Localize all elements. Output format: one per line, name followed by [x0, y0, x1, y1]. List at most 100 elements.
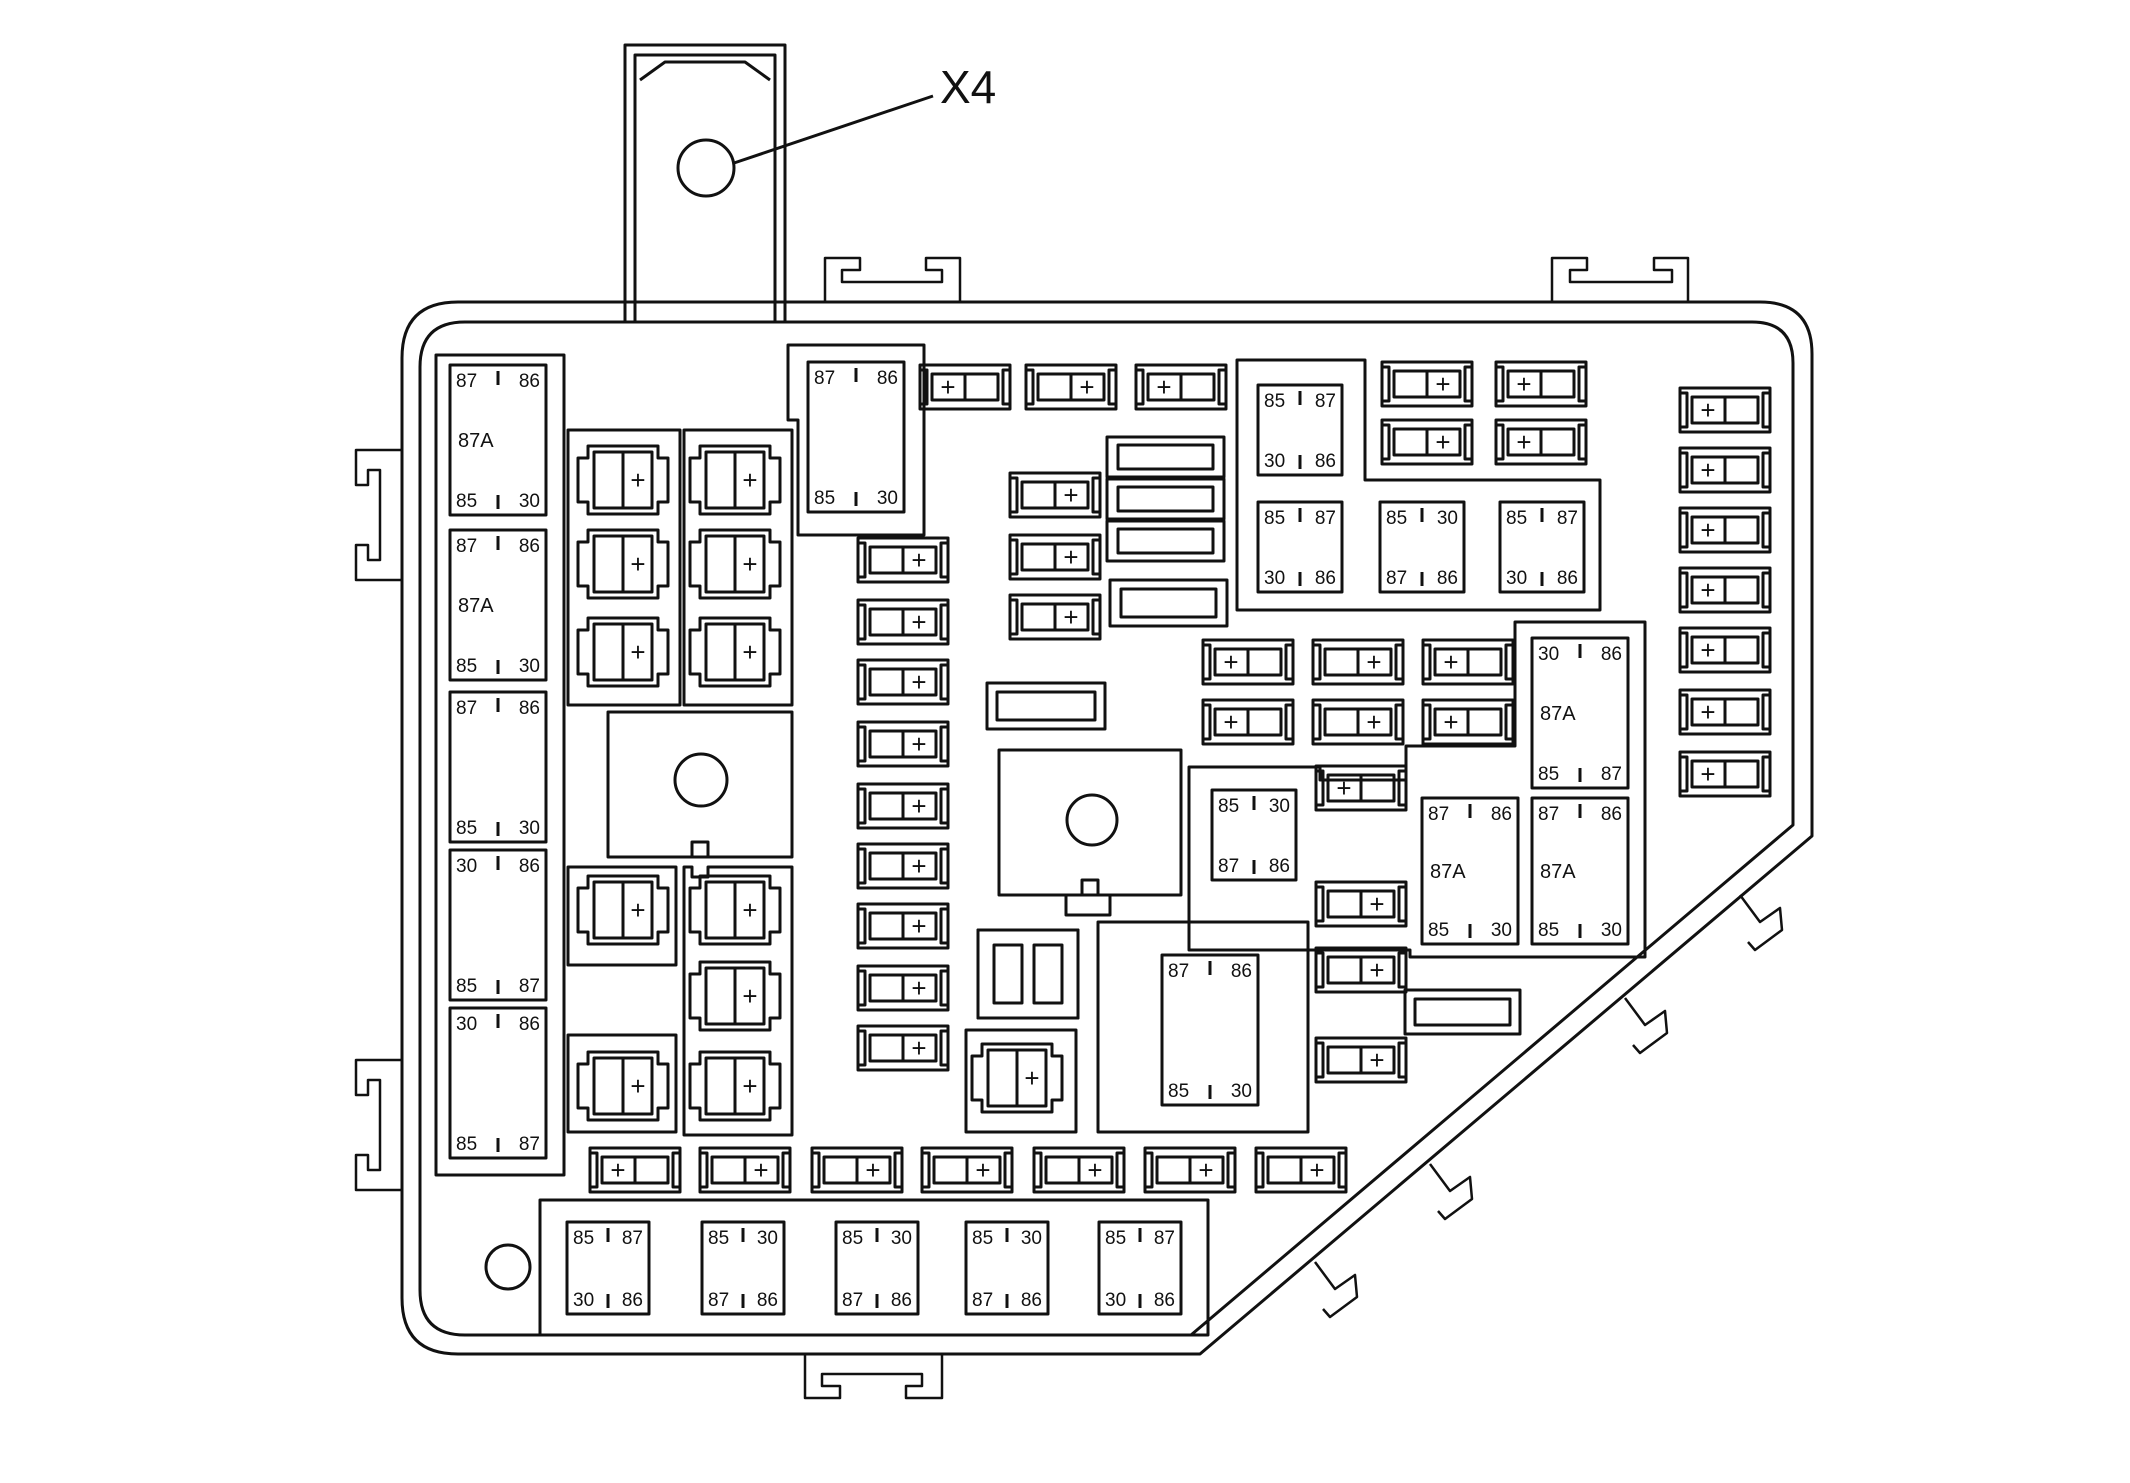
fuse-block-bottom-frame: [538, 1198, 1210, 1337]
relay-pin-label: 85: [456, 818, 477, 839]
fuse-center-col-1: +: [856, 536, 950, 584]
fuse-right-col-7: +: [1678, 750, 1772, 798]
fuse-bottom-row-6: +: [1143, 1146, 1237, 1194]
fuse-plus-mark: +: [1516, 369, 1531, 399]
relay-pin-label: 87: [1557, 508, 1578, 529]
fuse-bottom-row-2: +: [698, 1146, 792, 1194]
relay-pin-label: 30: [456, 856, 477, 877]
square-fuse-11: +: [688, 1050, 782, 1122]
fuse-bottom-row-3: +: [810, 1146, 904, 1194]
relay-pin-label: 87: [842, 1290, 863, 1311]
square-fuse-10: +: [576, 1050, 670, 1122]
fuse-plus-mark: +: [1516, 427, 1531, 457]
fuse-plus-mark: +: [1435, 369, 1450, 399]
fuse-right-col-5: +: [1678, 626, 1772, 674]
relay-pin-label: 87: [1538, 804, 1559, 825]
fuse-plus-mark: +: [1063, 542, 1078, 572]
relay-pin-label: 85: [1264, 391, 1285, 412]
busbar-mount-center: [997, 748, 1183, 897]
square-fuse-4: +: [688, 528, 782, 600]
fuse-plus-mark: +: [1087, 1155, 1102, 1185]
fuse-plus-mark: +: [742, 981, 757, 1011]
fuse-center-col-2: +: [856, 598, 950, 646]
fuse-bottom-row-1: +: [588, 1146, 682, 1194]
relay-pin-label: 30: [519, 491, 540, 512]
fuse-plus-mark: +: [1369, 889, 1384, 919]
fuse-plus-mark: +: [911, 973, 926, 1003]
relay-pin-label: 30: [456, 1014, 477, 1035]
relay-pin-label: 85: [972, 1228, 993, 1249]
relay-pin-label: 87: [519, 976, 540, 997]
fuse-box-housing: [400, 300, 1814, 1356]
fuse-mid-5: +: [1311, 698, 1405, 746]
relay-pin-label: 87: [456, 536, 477, 557]
relay-pin-label: 30: [1538, 644, 1559, 665]
relay-pin-label: 86: [1601, 804, 1622, 825]
busbar-stud-left: [673, 752, 729, 808]
relay-pin-label: 87: [1154, 1228, 1175, 1249]
fuse-ur-2: +: [1494, 360, 1588, 408]
relay-pin-label: 85: [1428, 920, 1449, 941]
relay-pin-label: 85: [1218, 796, 1239, 817]
fuse-block-upper-right: [682, 428, 794, 707]
fuse-plus-mark: +: [630, 549, 645, 579]
fuse-block-upper-left: [566, 428, 682, 707]
fuse-plus-mark: +: [1198, 1155, 1213, 1185]
relay-pin-label: 86: [519, 536, 540, 557]
fuse-right-col-3: +: [1678, 506, 1772, 554]
fuse-plus-mark: +: [911, 607, 926, 637]
fuse-plus-mark: +: [1223, 707, 1238, 737]
fuse-plus-mark: +: [742, 637, 757, 667]
relay-pin-label: 85: [1538, 764, 1559, 785]
square-fuse-9: +: [688, 960, 782, 1032]
fuse-plus-mark: +: [1156, 372, 1171, 402]
fuse-slot-col-2: +: [1008, 533, 1102, 581]
fuse-plus-mark: +: [911, 851, 926, 881]
fuse-ur-4: +: [1494, 418, 1588, 466]
fuse-center-col-4: +: [856, 720, 950, 768]
relay-pin-label: 87: [1168, 961, 1189, 982]
fuse-plus-mark: +: [911, 667, 926, 697]
fuse-plus-mark: +: [1309, 1155, 1324, 1185]
relay-pin-label: 86: [1154, 1290, 1175, 1311]
square-fuse-3: +: [576, 528, 670, 600]
relay-terminal-label: 87A: [458, 595, 494, 617]
relay-pin-label: 30: [1231, 1081, 1252, 1102]
relay-pin-label: 30: [573, 1290, 594, 1311]
fuse-plus-mark: +: [1079, 372, 1094, 402]
relay-pin-label: 87: [708, 1290, 729, 1311]
fuse-top-2: +: [1024, 363, 1118, 411]
fuse-ur-3: +: [1380, 418, 1474, 466]
relay-pin-label: 87: [622, 1228, 643, 1249]
fuse-plus-mark: +: [1700, 575, 1715, 605]
fuse-right-col-6: +: [1678, 688, 1772, 736]
square-fuse-8: +: [688, 874, 782, 946]
busbar-mounts: [606, 710, 1183, 917]
relay-pin-label: 30: [1264, 451, 1285, 472]
relay-pin-label: 85: [573, 1228, 594, 1249]
relay-pin-label: 85: [708, 1228, 729, 1249]
relay-pin-label: 30: [1506, 568, 1527, 589]
relay-pin-label: 87: [814, 368, 835, 389]
relay-frame-upper-right: [1235, 358, 1602, 612]
fuse-plus-mark: +: [1336, 773, 1351, 803]
relay-terminal-label: 87A: [1540, 703, 1576, 725]
fuse-plus-mark: +: [1024, 1063, 1039, 1093]
fuse-plus-mark: +: [1366, 707, 1381, 737]
relay-terminal-label: 87A: [1540, 861, 1576, 883]
fuse-plus-mark: +: [911, 911, 926, 941]
fuse-plus-mark: +: [1435, 427, 1450, 457]
relay-pin-label: 86: [1491, 804, 1512, 825]
fuse-top-3: +: [1134, 363, 1228, 411]
